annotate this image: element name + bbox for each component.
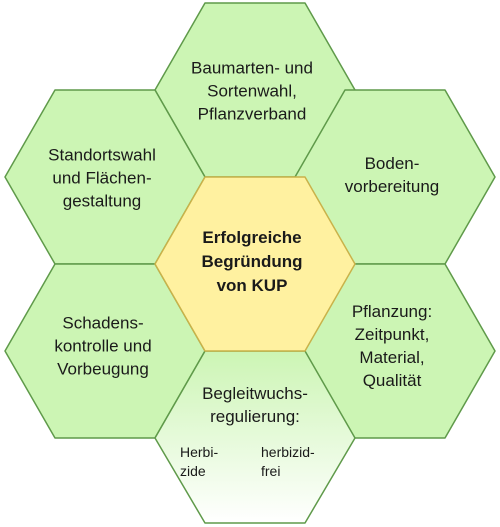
bottom-left-option-line-1: Herbi- [180, 444, 219, 460]
hexagon-lower-left-label: Schadens- kontrolle und Vorbeugung [54, 312, 151, 381]
hexagon-lower-right-line-3: Material, [359, 348, 425, 367]
bottom-left-option: Herbi- zide [180, 443, 218, 481]
hexagon-upper-left-line-3: gestaltung [62, 191, 142, 211]
hexagon-lower-right-label: Pflanzung: Zeitpunkt, Material, Qualität [352, 300, 432, 392]
hexagon-center-line-2: Begründung [201, 252, 303, 271]
hexagon-lower-right-line-4: Qualität [362, 371, 422, 390]
hexagon-lower-left-line-3: Vorbeugung [57, 359, 149, 379]
bottom-right-option-line-1: herbizid- [261, 444, 315, 460]
hexagon-bottom-line-2: regulierung: [210, 407, 300, 426]
hexagon-center-line-1: Erfolgreiche [202, 228, 302, 247]
hexagon-upper-left-line-1: Standortswahl [48, 145, 156, 165]
hexagon-upper-left-line-2: und Flächen- [52, 168, 152, 188]
hexagon-lower-left-line-1: Schadens- [62, 313, 144, 333]
hexagon-upper-right-line-2: vorbereitung [344, 177, 440, 196]
hexagon-lower-right-line-2: Zeitpunkt, [354, 325, 430, 344]
bottom-right-option-line-2: frei [261, 463, 281, 479]
hexagon-lower-left-line-2: kontrolle und [54, 336, 152, 356]
hexagon-center-line-3: von KUP [216, 276, 288, 295]
hexagon-upper-right-label: Boden- vorbereitung [345, 152, 440, 198]
bottom-right-option: herbizid- frei [261, 443, 315, 481]
bottom-left-option-line-2: zide [180, 463, 206, 479]
hexagon-center-label: Erfolgreiche Begründung von KUP [201, 226, 302, 298]
hexagon-upper-right-line-1: Boden- [364, 154, 420, 173]
hexagon-top-line-2: Sortenwahl, [207, 81, 297, 101]
hexagon-upper-left-label: Standortswahl und Flächen- gestaltung [48, 144, 156, 213]
hexagon-top-line-1: Baumarten- und [191, 58, 313, 78]
hexagon-bottom-line-1: Begleitwuchs- [202, 384, 308, 403]
hexagon-top-line-3: Pflanzverband [197, 104, 307, 124]
hexagon-lower-right-line-1: Pflanzung: [351, 302, 433, 321]
hexagon-center [154, 176, 356, 352]
hexagon-bottom-label: Begleitwuchs- regulierung: [202, 382, 308, 428]
hexagon-top-label: Baumarten- und Sortenwahl, Pflanzverband [191, 57, 313, 126]
